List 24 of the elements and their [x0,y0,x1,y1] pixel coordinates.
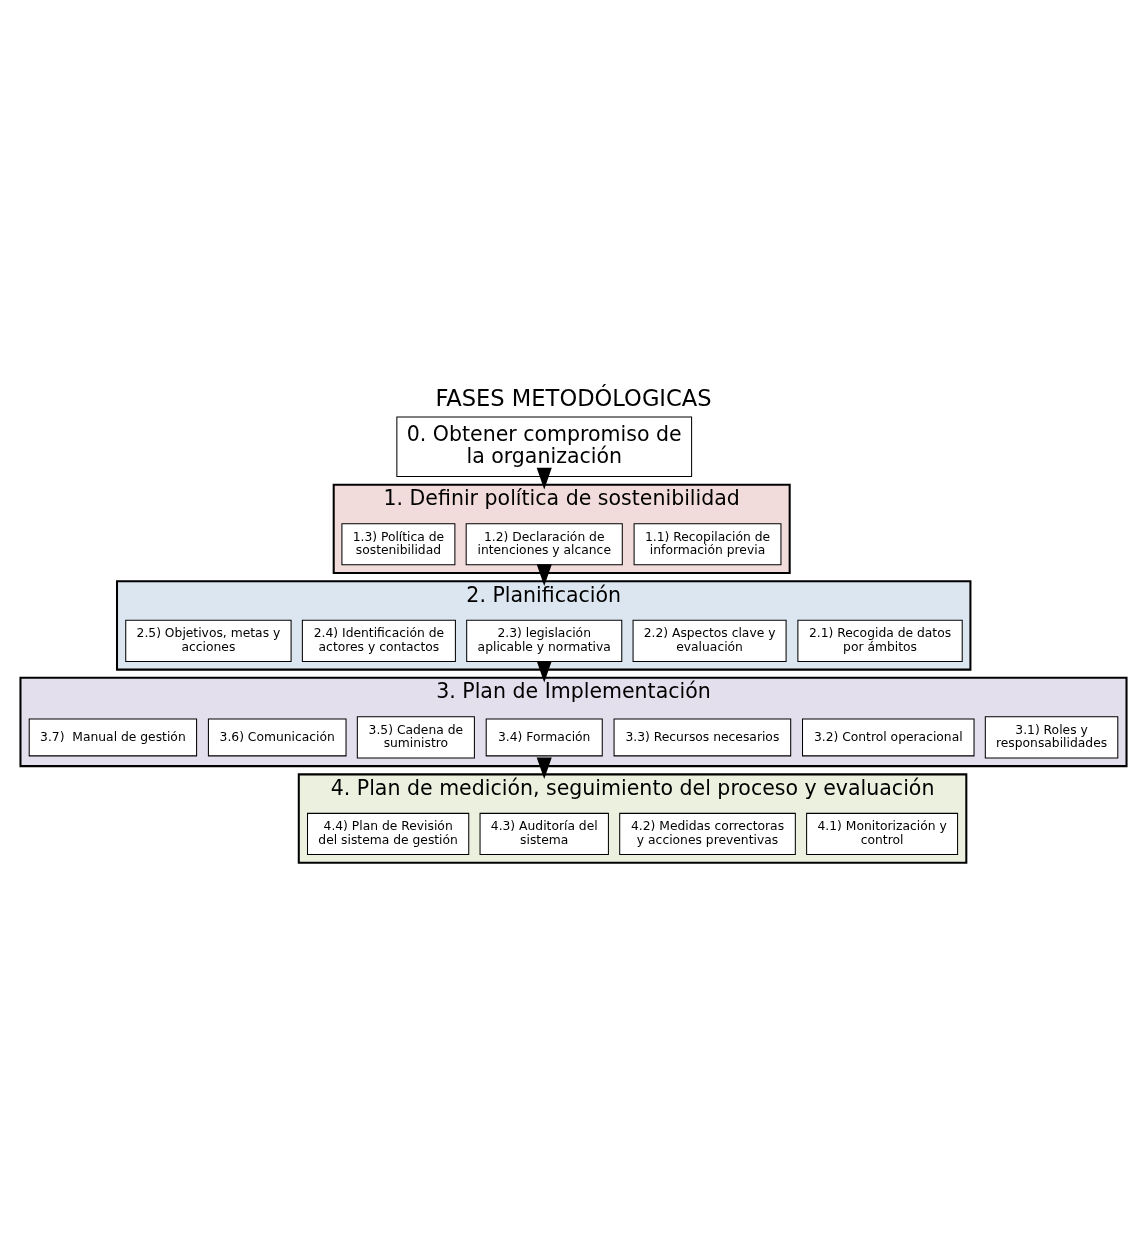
node-box: 3.4) Formación [485,718,603,757]
arrow [536,757,552,780]
node-box: 2.5) Objetivos, metas y acciones [125,619,292,662]
node-box: 3.7) Manual de gestión [28,718,198,757]
node-box: 3.6) Comunicación [207,718,347,757]
diagram-title: FASES METODÓLOGICAS [435,385,712,412]
node-box: 2.3) legislación aplicable y normativa [466,619,623,662]
node-box: 3.3) Recursos necesarios [613,718,792,757]
node-box: 3.1) Roles y responsabilidades [984,716,1119,759]
node-box: 2.2) Aspectos clave y evaluación [632,619,787,662]
arrow [536,564,552,586]
node-box: 1.2) Declaración de intenciones y alcance [465,523,623,566]
node-box: 4.2) Medidas correctoras y acciones preventivas [619,812,796,855]
node-box: 3.2) Control operacional [802,718,975,757]
node-box: 1.1) Recopilación de información previa [633,523,782,566]
arrow [536,660,552,683]
node-box: 4.3) Auditoría del sistema [479,812,609,855]
arrow [536,467,552,490]
node-box: 4.1) Monitorización y control [806,812,959,855]
node-box: 2.1) Recogida de datos por ámbitos [797,619,963,662]
node-box: 3.5) Cadena de suministro [356,716,475,759]
node-box: 1.3) Política de sostenibilidad [341,523,456,566]
node-box: 2.4) Identificación de actores y contactos [301,619,456,662]
node-box: 4.4) Plan de Revisión del sistema de gestión [307,812,470,855]
